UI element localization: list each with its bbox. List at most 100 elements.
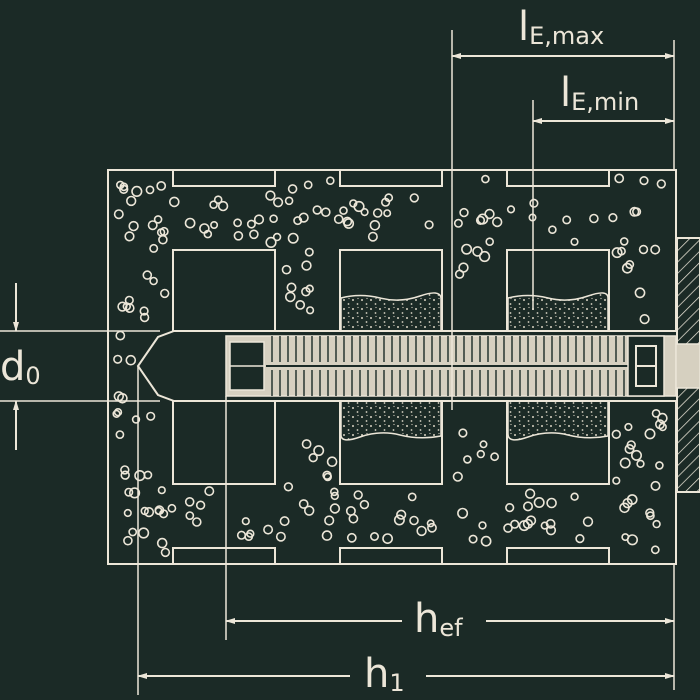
aggregate-pebble — [284, 291, 296, 303]
aggregate-pebble — [367, 231, 378, 242]
aggregate-pebble — [503, 523, 513, 533]
aggregate-pebble — [320, 207, 331, 217]
aggregate-pebble — [246, 219, 256, 229]
aggregate-pebble — [625, 259, 635, 269]
aggregate-pebble — [458, 262, 469, 273]
aggregate-pebble — [286, 282, 297, 293]
aggregate-pebble — [118, 184, 129, 195]
aggregate-pebble — [650, 244, 661, 255]
aggregate-pebble — [124, 487, 134, 497]
aggregate-pebble — [213, 195, 223, 204]
aggregate-pebble — [345, 505, 356, 516]
aggregate-pebble — [639, 176, 649, 186]
aggregate-pebble — [160, 547, 171, 558]
aggregate-pebble — [644, 428, 656, 440]
aggregate-pebble — [120, 470, 130, 480]
aggregate-pebble — [624, 422, 633, 432]
aggregate-pebble — [283, 482, 294, 492]
aggregate-pebble — [326, 456, 338, 468]
aggregate-pebble — [369, 531, 379, 541]
mortar-plug-3-top — [507, 292, 609, 336]
aggregate-pebble — [321, 530, 333, 541]
aggregate-pebble — [122, 302, 132, 311]
aggregate-pebble — [524, 488, 536, 499]
aggregate-pebble — [142, 270, 153, 280]
aggregate-pebble — [123, 508, 132, 518]
aggregate-pebble — [424, 220, 434, 230]
aggregate-pebble — [461, 243, 473, 255]
aggregate-pebble — [545, 525, 557, 536]
aggregate-pebble — [298, 212, 309, 223]
aggregate-pebble — [156, 537, 168, 549]
aggregate-pebble — [626, 534, 639, 546]
aggregate-pebble — [131, 415, 141, 424]
aggregate-pebble — [156, 228, 166, 237]
aggregate-pebble — [453, 218, 463, 228]
aggregate-pebble — [472, 246, 483, 257]
aggregate-pebble — [112, 409, 121, 419]
aggregate-pebble — [463, 455, 472, 464]
aggregate-pebble — [131, 185, 143, 197]
aggregate-pebble — [204, 486, 215, 497]
groove-top-2 — [339, 169, 443, 187]
aggregate-pebble — [113, 408, 123, 417]
aggregate-pebble — [505, 503, 515, 513]
aggregate-pebble — [124, 231, 135, 242]
aggregate-pebble — [409, 193, 419, 203]
aggregate-pebble — [427, 522, 437, 533]
groove-bottom-2 — [339, 547, 443, 565]
aggregate-pebble — [639, 314, 650, 325]
brick-aggregate — [112, 173, 668, 558]
aggregate-pebble — [272, 232, 282, 242]
aggregate-pebble — [123, 535, 133, 546]
aggregate-pebble — [372, 208, 383, 218]
aggregate-pebble — [381, 197, 391, 207]
aggregate-pebble — [654, 419, 665, 430]
aggregate-pebble — [656, 179, 666, 189]
aggregate-pebble — [279, 516, 290, 527]
mortar-plug-3-bottom — [507, 399, 609, 441]
aggregate-pebble — [333, 214, 344, 224]
aggregate-pebble — [185, 511, 195, 520]
aggregate-pebble — [369, 220, 381, 231]
aggregate-pebble — [167, 503, 177, 513]
aggregate-pebble — [160, 288, 170, 299]
aggregate-pebble — [393, 514, 405, 526]
aggregate-pebble — [638, 244, 649, 255]
aggregate-pebble — [140, 506, 149, 516]
aggregate-pebble — [308, 453, 318, 463]
aggregate-pebble — [217, 200, 229, 212]
aggregate-pebble — [143, 506, 155, 518]
aggregate-pebble — [157, 486, 166, 495]
aggregate-pebble — [339, 206, 348, 215]
mortar-plug-2-bottom — [340, 399, 442, 441]
aggregate-pebble — [125, 354, 137, 366]
groove-top-3 — [506, 169, 610, 187]
le-min-label: lE,min — [560, 70, 639, 116]
aggregate-pebble — [619, 502, 630, 514]
aggregate-pebble — [169, 196, 180, 208]
aggregate-pebble — [342, 216, 353, 227]
aggregate-pebble — [269, 214, 278, 223]
groove-bottom-1 — [172, 547, 276, 565]
aggregate-pebble — [115, 430, 125, 439]
aggregate-pebble — [652, 519, 661, 529]
aggregate-pebble — [626, 494, 638, 505]
aggregate-pebble — [233, 231, 244, 241]
aggregate-pebble — [329, 487, 339, 497]
aggregate-pebble — [658, 422, 667, 432]
aggregate-pebble — [533, 496, 545, 508]
aggregate-pebble — [138, 527, 150, 539]
aggregate-pebble — [113, 354, 123, 364]
aggregate-pebble — [233, 218, 242, 228]
aggregate-pebble — [249, 229, 259, 240]
aggregate-pebble — [651, 408, 661, 418]
aggregate-pebble — [522, 518, 534, 530]
aggregate-pebble — [117, 301, 128, 312]
aggregate-pebble — [510, 519, 520, 529]
extension-lines — [0, 30, 675, 695]
aggregate-pebble — [360, 208, 369, 217]
hef-label: hef — [414, 596, 463, 642]
aggregate-pebble — [626, 440, 636, 450]
